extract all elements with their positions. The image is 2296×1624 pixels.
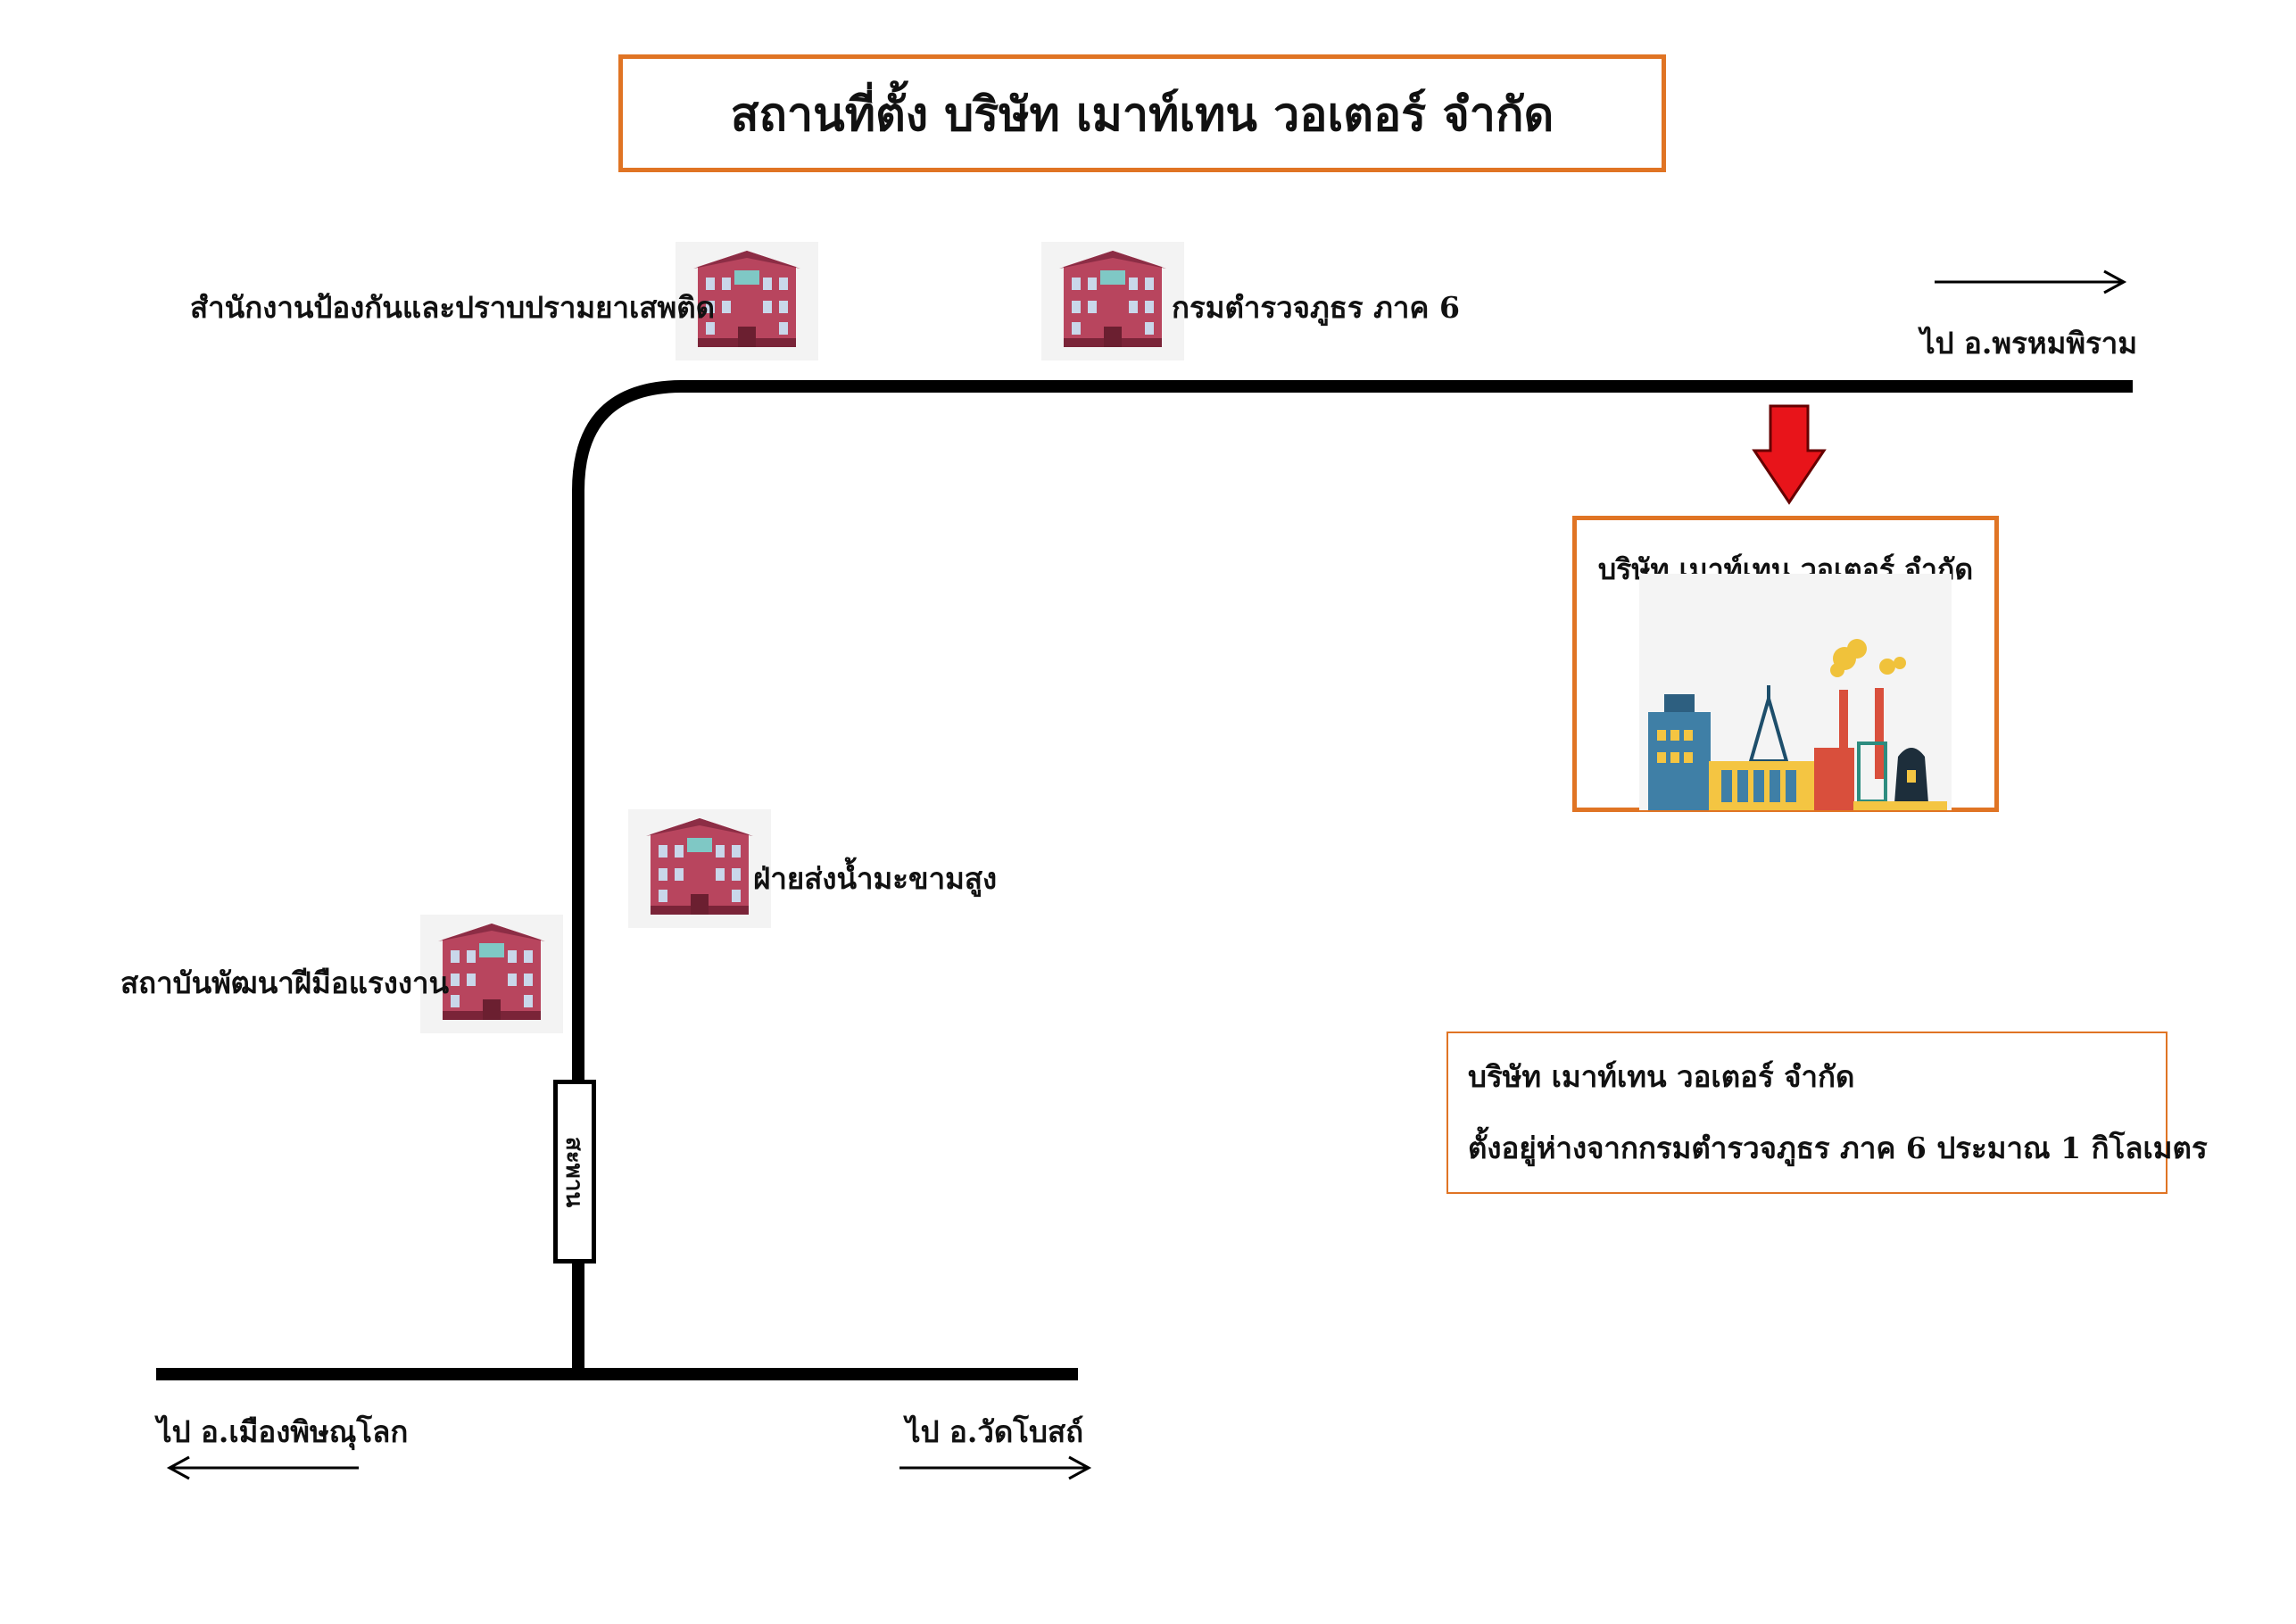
landmark-narcotics-office: สำนักงานป้องกันและปราบปรามยาเสพติด: [190, 290, 716, 325]
factory-icon: [1639, 574, 1952, 815]
info-box: บริษัท เมาท์เทน วอเตอร์ จำกัด ตั้งอยู่ห่…: [1446, 1032, 2208, 1194]
company-location-box: บริษัท เมาท์เทน วอเตอร์ จำกัด: [1572, 516, 1999, 815]
direction-mueang: ไป อ.เมืองพิษณุโลก: [157, 1414, 409, 1449]
direction-wat-bot: ไป อ.วัดโบสถ์: [906, 1414, 1084, 1449]
down-arrow-icon: [1752, 404, 1827, 505]
landmark-police-region6: กรมตำรวจภูธร ภาค 6: [1172, 290, 1460, 325]
building-icon: [1041, 242, 1184, 360]
building-icon: [420, 915, 563, 1033]
bridge: สะพาน: [553, 1080, 596, 1264]
landmark-water-dept: ฝ่ายส่งน้ำมะขามสูง: [753, 861, 998, 896]
info-line-distance: ตั้งอยู่ห่างจากกรมตำรวจภูธร ภาค 6 ประมาณ…: [1468, 1131, 2208, 1165]
info-line-company: บริษัท เมาท์เทน วอเตอร์ จำกัด: [1468, 1059, 1855, 1094]
landmark-skill-institute: สถาบันพัฒนาฝีมือแรงงาน: [120, 965, 450, 1000]
map-title: สถานที่ตั้ง บริษัท เมาท์เทน วอเตอร์ จำกั…: [618, 54, 1666, 172]
building-icon: [628, 809, 771, 928]
right-arrow-icon: [899, 1455, 1092, 1480]
map-title-text: สถานที่ตั้ง บริษัท เมาท์เทน วอเตอร์ จำกั…: [730, 87, 1554, 142]
building-icon: [676, 242, 818, 360]
bridge-label: สะพาน: [560, 1136, 588, 1207]
direction-phrom-phiram: ไป อ.พรหมพิราม: [1920, 326, 2138, 360]
left-arrow-icon: [166, 1455, 359, 1480]
main-road: [572, 380, 2133, 1374]
right-arrow-icon: [1935, 269, 2127, 294]
